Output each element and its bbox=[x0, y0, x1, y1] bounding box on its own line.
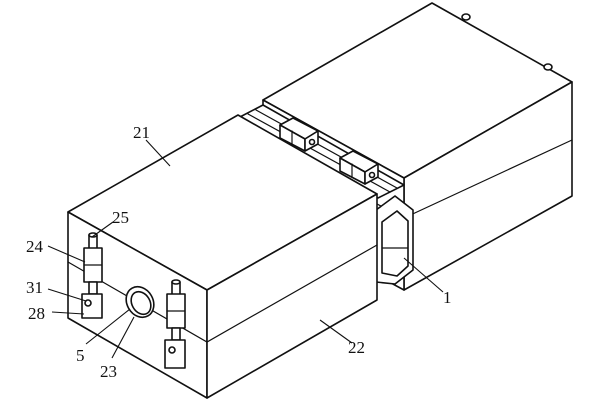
reference-numerals: 21 25 24 31 28 5 23 22 1 bbox=[26, 123, 452, 381]
leader-25 bbox=[91, 221, 114, 238]
leader-lines bbox=[47, 139, 444, 359]
port-inner-ring-5 bbox=[130, 290, 152, 316]
latch-rod-lower bbox=[88, 281, 98, 295]
right-latch-base bbox=[164, 339, 186, 369]
hinge-1-pin bbox=[308, 138, 316, 146]
rear-knob-2 bbox=[543, 63, 553, 71]
leader-22 bbox=[319, 319, 353, 344]
label-25: 25 bbox=[112, 208, 129, 227]
right-latch-rod-lower bbox=[171, 327, 181, 341]
latch-screw-31 bbox=[84, 299, 92, 307]
leader-21 bbox=[145, 139, 171, 167]
label-24: 24 bbox=[26, 237, 44, 256]
connector-inner bbox=[381, 210, 409, 277]
label-1: 1 bbox=[443, 288, 452, 307]
leader-28 bbox=[51, 311, 85, 315]
latch-base-28 bbox=[81, 293, 103, 319]
leader-31 bbox=[47, 288, 87, 302]
label-28: 28 bbox=[28, 304, 45, 323]
leader-24 bbox=[47, 245, 86, 263]
label-22: 22 bbox=[348, 338, 365, 357]
front-box bbox=[67, 114, 378, 399]
leader-5 bbox=[85, 308, 131, 345]
right-latch-screw bbox=[168, 346, 176, 354]
latch-rod-cap bbox=[88, 232, 98, 238]
label-31: 31 bbox=[26, 278, 43, 297]
leader-23 bbox=[111, 316, 135, 359]
port-23 bbox=[125, 285, 155, 319]
label-23: 23 bbox=[100, 362, 117, 381]
label-21: 21 bbox=[133, 123, 150, 142]
hinge-2-pin bbox=[368, 171, 376, 179]
front-box-right-face-22 bbox=[206, 193, 378, 399]
connector-part-1 bbox=[375, 195, 414, 285]
rear-knob-1 bbox=[461, 13, 471, 21]
leader-1 bbox=[403, 257, 444, 293]
right-latch bbox=[164, 279, 186, 369]
hinge-assembly bbox=[237, 104, 405, 199]
right-latch-rod-cap bbox=[171, 279, 181, 285]
front-box-split-line bbox=[67, 244, 378, 343]
left-latch bbox=[81, 232, 103, 319]
label-5: 5 bbox=[76, 346, 85, 365]
